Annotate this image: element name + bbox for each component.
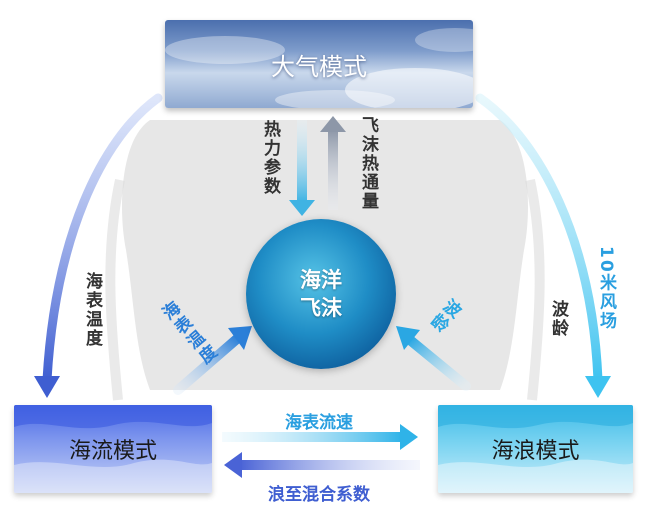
coupling-region-outline	[105, 178, 125, 401]
ocean-model-label: 海流模式	[68, 439, 157, 464]
sea-spray-node: 海洋 飞沫	[246, 219, 396, 369]
arrow-atm-to-wave	[475, 93, 603, 385]
arrow-wave-mixing-head	[224, 452, 242, 478]
ocean-model-box: 海流模式	[14, 405, 212, 493]
arrow-heat-params-head	[289, 200, 315, 216]
label-heat-params: 热力参数	[260, 120, 280, 196]
arrow-spray-flux-head	[320, 116, 346, 132]
cloud-texture	[165, 28, 473, 108]
wave-model-label: 海浪模式	[491, 439, 580, 464]
atmosphere-model-box: 大气模式	[165, 20, 473, 108]
arrow-atm-to-wave-head	[585, 376, 611, 398]
wave-texture-wave	[438, 405, 633, 493]
coupling-region-outline-right	[525, 178, 545, 401]
arrow-waveage-to-spray	[405, 335, 471, 391]
label-surface-current: 海表流速	[285, 413, 353, 433]
arrow-atm-to-ocean-head	[34, 376, 60, 398]
atmosphere-model-label: 大气模式	[271, 52, 367, 81]
sea-spray-label-line2: 飞沫	[300, 296, 342, 320]
sea-spray-label-line1: 海洋	[300, 268, 342, 292]
arrow-surface-current-head	[400, 424, 418, 450]
label-wave-mixing: 浪至混合系数	[268, 485, 370, 505]
arrow-wave-mixing-shaft	[240, 460, 420, 470]
wave-model-box: 海浪模式	[438, 405, 633, 493]
arrow-waveage-to-spray-head	[396, 326, 420, 350]
label-wave-age: 波龄	[548, 300, 568, 338]
arrow-sst-to-spray-head	[228, 326, 252, 350]
arrow-sst-to-spray	[173, 333, 243, 395]
label-sst-left: 海表温度	[82, 272, 102, 348]
arrow-atm-to-ocean	[42, 93, 163, 385]
arrow-heat-params-shaft	[297, 120, 307, 202]
arrow-spray-flux-shaft	[328, 130, 338, 210]
arrow-surface-current-shaft	[222, 432, 402, 442]
label-wind-10m: 10米风场	[596, 246, 616, 331]
wave-texture-ocean	[14, 405, 212, 493]
label-spray-heat-flux: 飞沫热通量	[358, 116, 378, 211]
